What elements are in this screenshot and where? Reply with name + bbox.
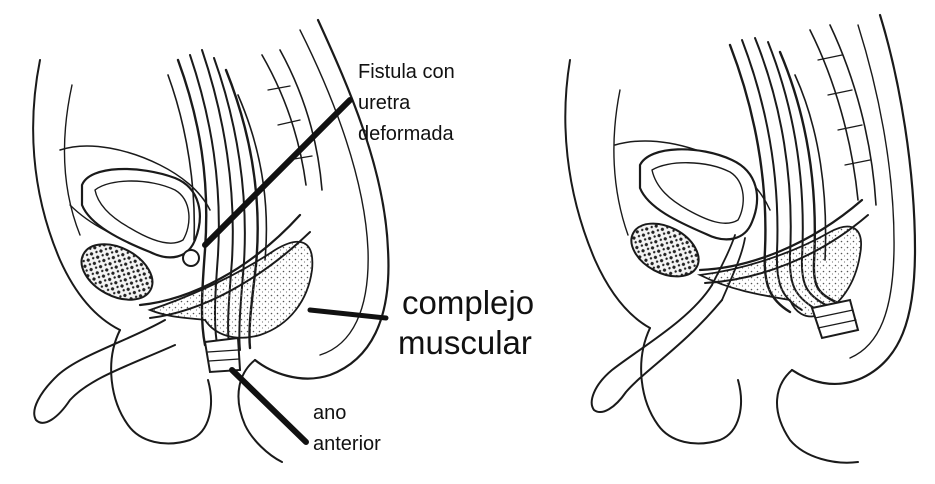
label-ano-line2: anterior — [313, 432, 381, 456]
pointer-complejo — [310, 310, 386, 318]
label-complejo-line2: muscular — [398, 324, 532, 362]
label-complejo-line1: complejo — [402, 284, 534, 322]
label-fistula-line1: Fistula con — [358, 60, 455, 84]
left-fistula-opening — [183, 250, 199, 266]
right-urethra-tube — [592, 285, 722, 412]
left-urethra-tube — [34, 320, 175, 423]
left-sacrum — [262, 50, 322, 190]
label-fistula-line3: deformada — [358, 122, 454, 146]
right-abdominal-wall — [565, 60, 650, 328]
right-anal-canal — [812, 300, 858, 338]
right-thigh-outline — [641, 328, 741, 444]
pointer-fistula — [205, 100, 350, 245]
right-illustration — [565, 15, 915, 463]
left-anal-canal — [205, 338, 240, 372]
right-abdominal-inner — [614, 90, 628, 235]
label-ano-line1: ano — [313, 401, 346, 425]
label-fistula-line2: uretra — [358, 91, 410, 115]
left-thigh-outline — [111, 330, 211, 444]
pointer-ano — [232, 370, 306, 442]
